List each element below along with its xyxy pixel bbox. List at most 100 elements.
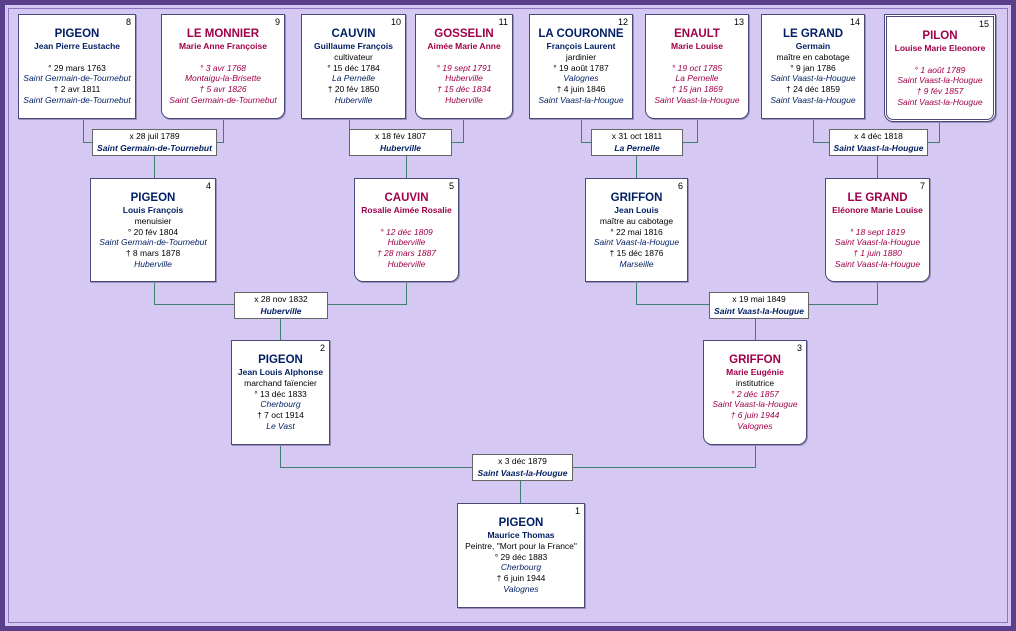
given-names: Jean Pierre Eustache (34, 41, 120, 51)
sosa-number: 10 (390, 17, 401, 27)
connector-line (877, 156, 878, 178)
person-detail-line: ° 19 août 1787 (553, 62, 609, 73)
person-detail-line: Saint Vaast-la-Hougue (834, 258, 921, 269)
surname: GRIFFON (729, 354, 781, 366)
person-detail-line: Valognes (503, 583, 539, 594)
surname: GRIFFON (610, 192, 663, 204)
connector-line (223, 119, 224, 143)
marriage-place: Huberville (260, 306, 302, 316)
person-detail-line: Huberville (445, 73, 483, 84)
connector-line (939, 122, 940, 143)
connector-line (406, 282, 407, 305)
given-names: Aimée Marie Anne (427, 41, 501, 51)
given-names: Marie Louise (671, 41, 723, 51)
sosa-number: 12 (617, 17, 628, 27)
person-detail-line: Saint Germain-de-Tournebut (169, 94, 277, 105)
connector-line (813, 119, 814, 143)
person-detail-line: Saint Germain-de-Tournebut (99, 237, 207, 248)
connector-line (406, 156, 407, 178)
person-detail-line: Saint Vaast-la-Hougue (897, 75, 983, 86)
person-detail-line: jardinier (565, 51, 597, 62)
person-detail-line: marchand faïencier (244, 377, 317, 388)
connector-line (755, 319, 756, 340)
person-detail-line: ° 18 sept 1819 (850, 226, 905, 237)
person-detail-line (826, 216, 929, 227)
surname: PILON (922, 30, 958, 42)
person-detail-line: menuisier (134, 215, 172, 226)
marriage-place: La Pernelle (614, 143, 660, 153)
person-detail-line: † 8 mars 1878 (125, 248, 181, 259)
sosa-number: 1 (574, 506, 580, 516)
person-detail-line: † 4 juin 1846 (556, 84, 606, 95)
person-detail-line: † 24 déc 1859 (786, 84, 840, 95)
person-detail-line: ° 29 déc 1883 (494, 551, 548, 562)
connector-line (83, 119, 84, 143)
given-names: Jean Louis (614, 205, 659, 215)
sosa-number: 6 (677, 181, 683, 191)
person-detail-line: Saint Vaast-la-Hougue (593, 237, 680, 248)
surname: ENAULT (674, 28, 720, 40)
marriage-date: x 28 juil 1789 (129, 131, 180, 141)
person-detail-line: Huberville (387, 237, 426, 248)
surname: PIGEON (54, 28, 100, 40)
person-detail-line: Cherbourg (260, 399, 301, 410)
given-names: Maurice Thomas (487, 530, 555, 540)
given-names: Rosalie Aimée Rosalie (361, 205, 452, 215)
person-detail-line: Saint Vaast-la-Hougue (712, 399, 798, 410)
given-names: Eléonore Marie Louise (832, 205, 923, 215)
person-detail-line: Valognes (737, 420, 773, 431)
sosa-number: 8 (125, 17, 131, 27)
marriage-place: Saint Vaast-la-Hougue (477, 468, 568, 478)
marriage-place: Huberville (379, 143, 422, 153)
sosa-number: 14 (849, 17, 860, 27)
person-detail-line: Saint Vaast-la-Hougue (770, 73, 856, 84)
marriage-place: Saint Germain-de-Tournebut (97, 143, 212, 153)
sosa-number: 9 (274, 17, 280, 27)
person-detail-line: Valognes (563, 73, 599, 84)
marriage-date: x 4 déc 1818 (854, 131, 903, 141)
person-detail-line (887, 54, 993, 65)
person-detail-line: † 15 jan 1869 (671, 84, 723, 95)
sosa-number: 11 (498, 17, 508, 27)
connector-line (877, 282, 878, 305)
person-detail-line (162, 52, 284, 63)
surname: CAUVIN (384, 192, 429, 204)
given-names: Guillaume François (314, 41, 393, 51)
person-detail-line: Saint Vaast-la-Hougue (834, 237, 921, 248)
person-detail-line: † 6 juin 1944 (730, 410, 780, 421)
sosa-number: 2 (319, 343, 325, 353)
surname: GOSSELIN (434, 28, 494, 40)
person-detail-line: ° 19 sept 1791 (436, 62, 492, 73)
person-detail-line: ° 9 jan 1786 (790, 62, 836, 73)
person-detail-line: † 5 avr 1826 (199, 84, 247, 95)
person-detail-line: † 28 mars 1887 (376, 248, 437, 259)
person-detail-line: ° 13 déc 1833 (254, 388, 307, 399)
sosa-number: 3 (796, 343, 802, 353)
given-names: Germain (795, 41, 831, 51)
person-detail-line: Peintre, "Mort pour la France" (465, 540, 577, 551)
surname: LE MONNIER (186, 28, 260, 40)
sosa-number: 5 (448, 181, 454, 191)
person-detail-line: cultivateur (334, 51, 373, 62)
surname: LA COURONNE (538, 28, 624, 40)
connector-line (755, 445, 756, 468)
marriage-date: x 18 fév 1807 (374, 131, 427, 141)
